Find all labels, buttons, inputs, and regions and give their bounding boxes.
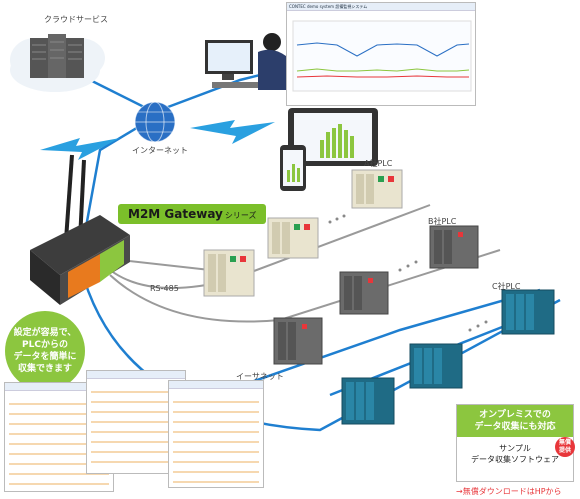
globe-icon xyxy=(134,101,176,143)
m2m-gateway-device-icon xyxy=(30,154,130,305)
promo-headline: オンプレミスでの データ収集にも対応 xyxy=(457,405,573,437)
tablet-icon xyxy=(288,108,378,166)
promo-product: サンプル データ収集ソフトウェア xyxy=(471,444,559,464)
plc-a-units xyxy=(203,169,403,297)
gateway-name: M2M Gateway xyxy=(128,207,223,221)
trend-chart xyxy=(292,20,472,92)
window-titlebar: CONTEC demo system 設備監視システム xyxy=(287,3,475,11)
settings-screenshot-3 xyxy=(168,380,264,488)
rs485-label: RS-485 xyxy=(150,284,179,293)
ethernet-label: イーサネット xyxy=(236,372,284,381)
free-badge: 無償 提供 xyxy=(555,437,575,457)
monitoring-system-window: CONTEC demo system 設備監視システム xyxy=(286,2,476,106)
operator-workstation-icon xyxy=(205,33,290,90)
smartphone-icon xyxy=(280,145,306,191)
plc-a-label: A社PLC xyxy=(364,159,393,168)
bubble-line-1: 設定が容易で、 xyxy=(13,328,77,338)
download-link[interactable]: →無償ダウンロードはHPから xyxy=(456,487,562,496)
bubble-line-2: PLCからの xyxy=(22,340,68,350)
window-title: CONTEC demo system 設備監視システム xyxy=(289,4,368,9)
onpremise-promo-box: オンプレミスでの データ収集にも対応 サンプル データ収集ソフトウェア 無償 提… xyxy=(456,404,575,482)
feature-bubble: 設定が容易で、 PLCからの データを簡単に 収集できます xyxy=(5,311,85,391)
plc-c-label: C社PLC xyxy=(492,282,521,291)
server-rack-icon xyxy=(30,34,84,78)
plc-b-label: B社PLC xyxy=(428,217,457,226)
bubble-line-3: データを簡単に xyxy=(13,352,77,362)
gateway-series: シリーズ xyxy=(224,211,257,220)
internet-label: インターネット xyxy=(132,146,188,155)
cloud-label: クラウドサービス xyxy=(44,15,108,24)
wireless-bolts xyxy=(40,120,275,160)
plc-b-units xyxy=(273,225,479,365)
bubble-line-4: 収集できます xyxy=(17,364,72,374)
plc-c-units xyxy=(341,289,555,425)
